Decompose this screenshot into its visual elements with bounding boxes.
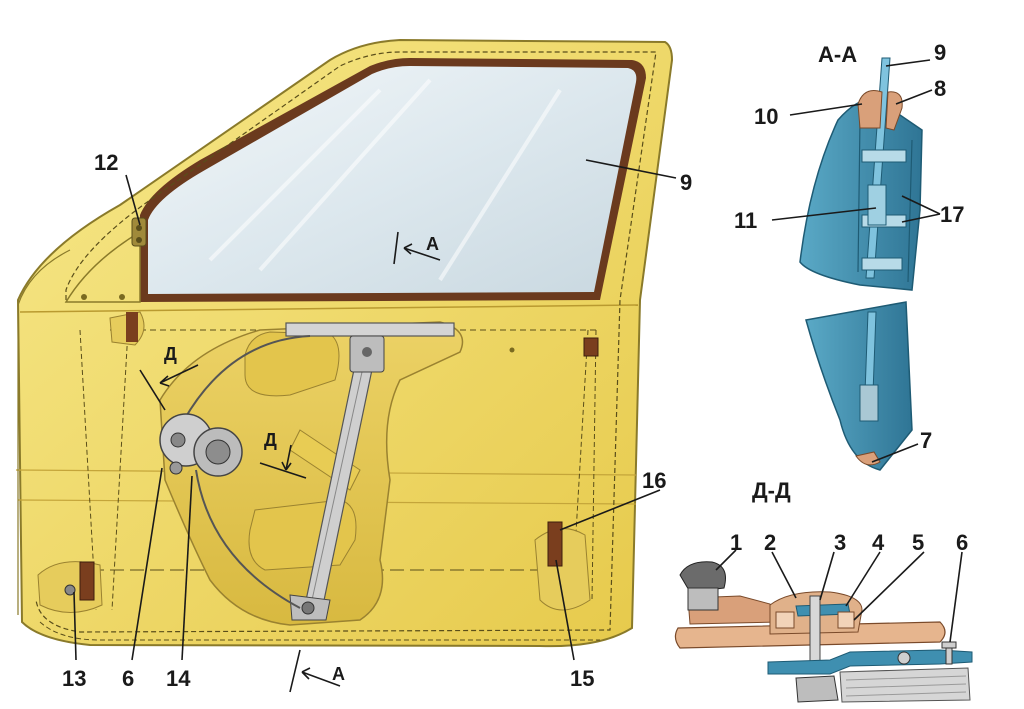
- section-arrow-a-top: [403, 243, 441, 261]
- section-aa-bracket: [861, 149, 907, 163]
- section-dd-inner-panel: [767, 649, 973, 675]
- screw-icon: [81, 294, 87, 300]
- section-mark-a-top: А: [426, 234, 439, 254]
- glass-highlight: [208, 78, 562, 282]
- regulator-cable: [195, 469, 301, 609]
- section-aa-lower-shell: [805, 301, 913, 471]
- upper-front-stop: [109, 311, 145, 346]
- section-aa-bracket: [861, 257, 903, 271]
- door-frame-dashed-inner: [79, 329, 597, 611]
- section-title-aa: А-А: [818, 42, 857, 67]
- door-belt-line: [19, 304, 639, 313]
- section-aa-lower-rubber: [859, 384, 879, 422]
- section-dd-rivet: [897, 651, 911, 665]
- front-guide-bracket: [131, 217, 147, 247]
- section-mark-d-mid: Д: [264, 430, 277, 450]
- section-title-dd: Д-Д: [752, 478, 791, 503]
- callout-8: 8: [934, 76, 946, 101]
- callout-6-main: 6: [122, 666, 134, 691]
- screw-icon: [119, 294, 125, 300]
- callout-7: 7: [920, 428, 932, 453]
- callout-2: 2: [764, 530, 776, 555]
- callout-3: 3: [834, 530, 846, 555]
- callout-10: 10: [754, 104, 778, 129]
- labels: 12 9 13 6 14 15 16 А А Д Д А-А 9 8 10 11…: [62, 40, 968, 691]
- door-assembly: [15, 38, 674, 693]
- section-dd-gear: [795, 675, 839, 703]
- section-line-d-mid: [259, 462, 307, 479]
- callout-5: 5: [912, 530, 924, 555]
- section-line-a-bottom: [289, 649, 301, 693]
- section-arrow-d-left: [159, 364, 199, 387]
- section-arrow-d-mid: [281, 444, 292, 471]
- callout-9-top: 9: [934, 40, 946, 65]
- lower-rear-stop: [534, 521, 591, 611]
- window-glass[interactable]: [148, 66, 637, 294]
- callout-4: 4: [872, 530, 885, 555]
- callout-11: 11: [734, 208, 757, 233]
- section-dd-handle-knob: [679, 561, 726, 611]
- inner-recess-top: [244, 331, 340, 397]
- callout-13: 13: [62, 666, 86, 691]
- upper-rear-stop: [583, 337, 599, 357]
- section-dd-clip-slot: [837, 611, 855, 629]
- door-frame-solid: [17, 249, 71, 615]
- regulator-drive: [159, 413, 243, 477]
- section-aa-seal-outer: [857, 90, 883, 129]
- section-dd: [674, 561, 973, 703]
- callout-17: 17: [940, 202, 964, 227]
- callout-14: 14: [166, 666, 191, 691]
- callout-6-top: 6: [956, 530, 968, 555]
- callout-9-main: 9: [680, 170, 692, 195]
- section-aa-seal-inner: [885, 91, 903, 131]
- section-mark-a-bottom: А: [332, 664, 345, 684]
- section-arrow-a-bottom: [301, 667, 341, 687]
- callout-1: 1: [730, 530, 742, 555]
- section-line-d-left: [139, 369, 166, 411]
- door-frame-dashed: [35, 51, 657, 633]
- regulator-cable: [183, 335, 311, 421]
- regulator-top-rail: [285, 322, 455, 337]
- section-mark-d-left: Д: [164, 344, 177, 364]
- section-aa-slider: [867, 184, 887, 226]
- section-aa: [799, 57, 923, 471]
- screw-icon: [509, 347, 515, 353]
- section-dd-screw: [941, 641, 957, 665]
- lower-front-stop: [37, 561, 103, 613]
- section-line-a-top: [393, 231, 399, 265]
- section-dd-clip-slot: [775, 611, 795, 629]
- leader-lines: [73, 59, 963, 661]
- callout-16: 16: [642, 468, 666, 493]
- inner-opening: [159, 321, 464, 626]
- callout-12: 12: [94, 150, 118, 175]
- door-bottom-dashed: [39, 621, 600, 641]
- callout-15: 15: [570, 666, 594, 691]
